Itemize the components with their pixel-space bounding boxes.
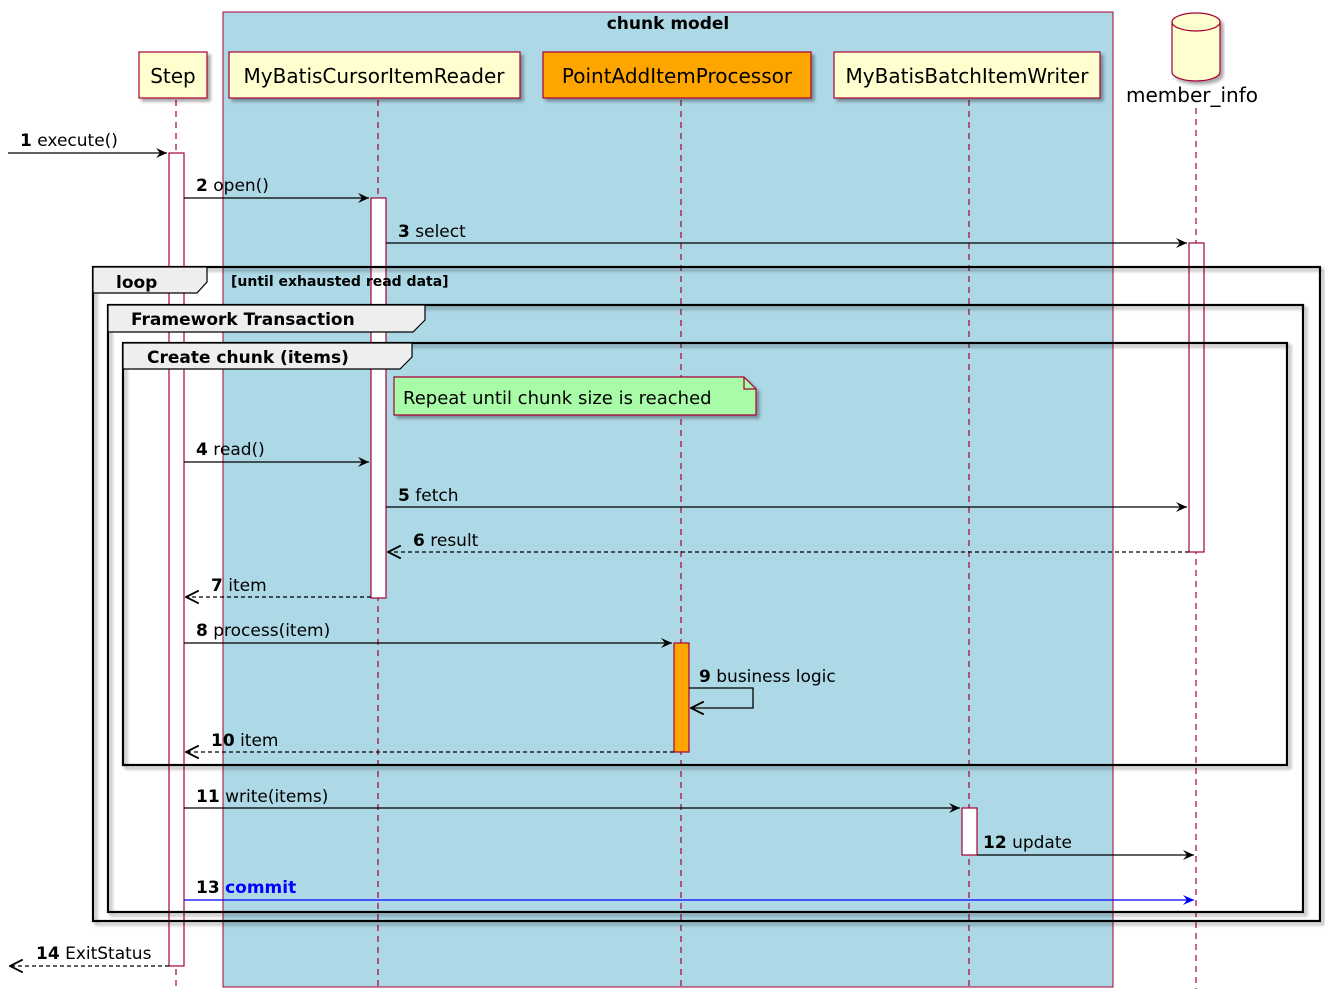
activation-reader [370,197,387,599]
participant-reader: MyBatisCursorItemReader [228,51,521,99]
message-arrows [8,148,1194,966]
participant-writer-label: MyBatisBatchItemWriter [846,64,1090,88]
frame-loop-condition: [until exhausted read data] [231,274,449,290]
message-10: 10 item [211,731,279,751]
message-labels: 1 execute() 2 open() 3 select 4 read() 5… [20,131,1072,964]
message-4: 4 read() [196,440,265,460]
activation-writer [961,807,978,856]
message-5: 5 fetch [398,486,458,506]
message-11: 11 write(items) [196,787,328,807]
frame-loop: loop [until exhausted read data] [91,265,1322,923]
message-1: 1 execute() [20,131,118,151]
frame-chunk: Create chunk (items) [121,341,1289,767]
message-13: 13 commit [196,878,296,898]
message-6: 6 result [413,531,479,551]
message-14: 14 ExitStatus [36,944,152,964]
frame-loop-label: loop [116,273,157,293]
participant-step: Step [138,51,208,99]
message-3: 3 select [398,222,466,242]
database-icon [1171,12,1221,82]
activation-db [1188,242,1205,553]
message-8: 8 process(item) [196,621,330,641]
chunk-model-title: chunk model [607,14,730,34]
note: Repeat until chunk size is reached [393,376,757,416]
frame-transaction-label: Framework Transaction [131,310,355,330]
message-12: 12 update [983,833,1072,853]
participant-reader-label: MyBatisCursorItemReader [244,64,506,88]
message-9: 9 business logic [699,667,836,687]
participant-step-label: Step [150,64,196,88]
arrow-9 [689,687,754,708]
chunk-model-box: chunk model [222,11,1114,988]
participant-processor-label: PointAddItemProcessor [562,64,793,88]
participant-db: member_info [1126,12,1258,107]
frame-transaction: Framework Transaction [106,303,1305,914]
note-text: Repeat until chunk size is reached [403,388,712,409]
participant-writer: MyBatisBatchItemWriter [833,51,1101,99]
frame-chunk-label: Create chunk (items) [147,348,349,368]
participant-processor: PointAddItemProcessor [542,51,812,99]
activation-processor [673,642,690,753]
message-7: 7 item [211,576,267,596]
message-2: 2 open() [196,176,269,196]
participant-db-label: member_info [1126,83,1258,107]
